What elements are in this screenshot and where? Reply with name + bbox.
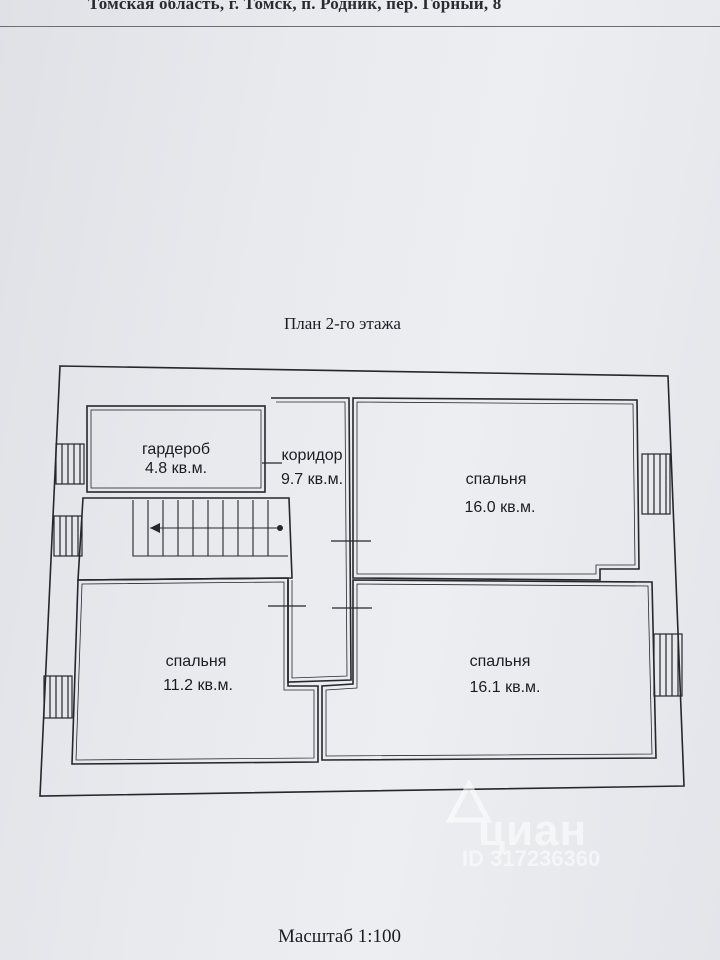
room-name-wardrobe: гардероб (142, 441, 210, 458)
room-area-wardrobe: 4.8 кв.м. (145, 460, 207, 477)
window-left-bottom (43, 675, 73, 719)
room-area-corridor: 9.7 кв.м. (281, 471, 343, 488)
watermark-logo-icon (445, 780, 493, 823)
watermark-brand: циан (478, 806, 588, 855)
window-left-top (55, 443, 85, 485)
window-right-bottom (653, 633, 683, 697)
room-name-bedroom-16-1: спальня (470, 653, 531, 670)
address-header: Томская область, г. Томск, п. Родник, пе… (88, 0, 502, 13)
header-rule (0, 26, 720, 27)
room-area-bedroom-16-0: 16.0 кв.м. (465, 499, 536, 516)
outer-wall (39, 365, 685, 797)
room-name-bedroom-11-2: спальня (166, 653, 227, 670)
wardrobe-outline (86, 405, 266, 493)
watermark-id: ID 317236360 (462, 846, 601, 871)
stair-arrow (150, 523, 283, 533)
room-area-bedroom-16-1: 16.1 кв.м. (470, 679, 541, 696)
door-ticks (262, 462, 372, 609)
plan-title: План 2-го этажа (284, 314, 401, 333)
window-right-top (641, 453, 671, 515)
room-name-bedroom-16-0: спальня (466, 471, 527, 488)
stair-treads (132, 500, 288, 557)
scale-label: Масштаб 1:100 (278, 926, 402, 947)
bedroom-16-1-outline (321, 579, 657, 761)
bedroom-11-2-outline (71, 577, 319, 765)
corridor-outline (271, 397, 352, 683)
room-area-bedroom-11-2: 11.2 кв.м. (163, 677, 233, 694)
room-name-corridor: коридор (281, 447, 342, 464)
stair-block-outline (77, 497, 293, 581)
window-left-middle (53, 515, 83, 557)
bedroom-16-0-outline (352, 397, 640, 581)
